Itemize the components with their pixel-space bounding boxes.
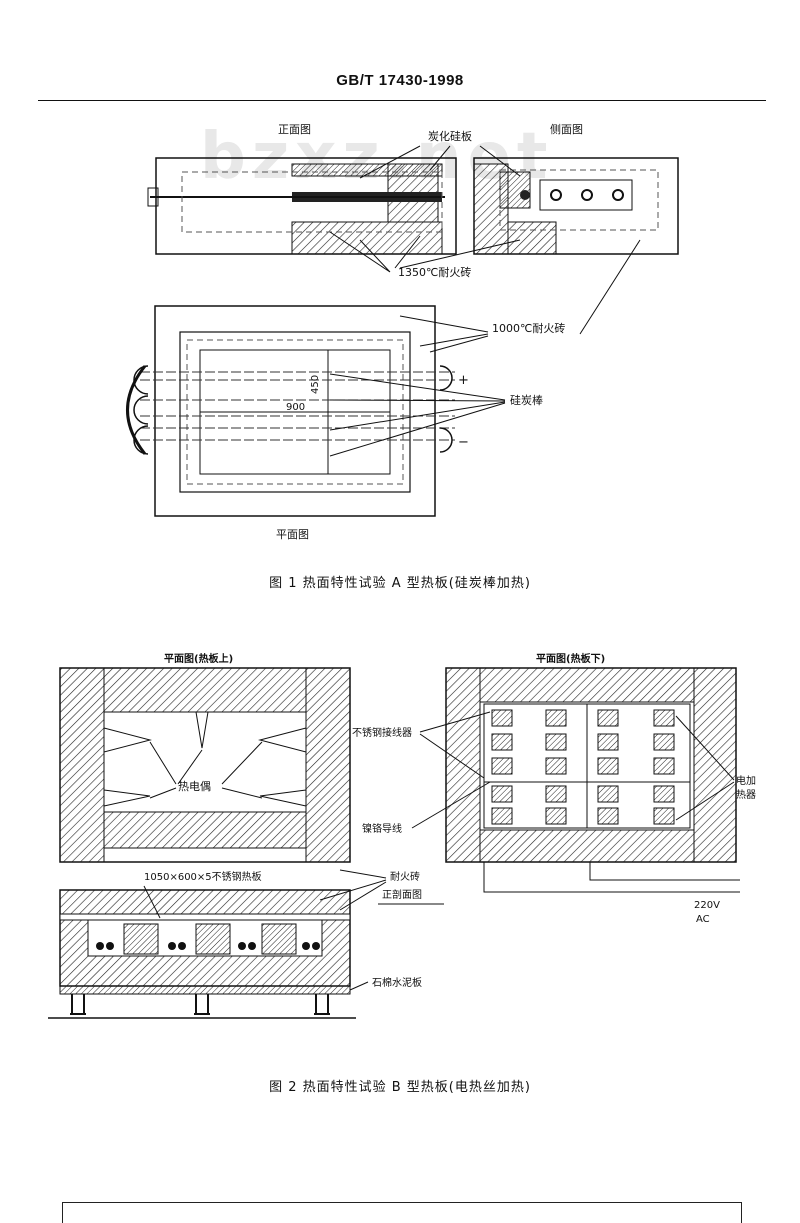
nichrome-wire-label: 镍铬导线	[362, 822, 402, 835]
plan-lower-label: 平面图(热板下)	[536, 652, 605, 665]
front-section-label: 正剖面图	[382, 888, 422, 901]
thermocouple-label: 热电偶	[178, 780, 211, 793]
figure-2-caption: 图 2 热面特性试验 B 型热板(电热丝加热)	[269, 1080, 531, 1095]
ac-label: AC	[696, 914, 710, 925]
brick-1350-label: 1350℃耐火砖	[398, 265, 471, 279]
plan-view-label: 平面图	[276, 528, 309, 541]
side-view-label: 侧面图	[550, 123, 583, 136]
silicon-carbon-rod-label: 硅炭棒	[510, 393, 543, 407]
minus-terminal: −	[458, 435, 469, 450]
electric-heater-label-2: 热器	[736, 788, 756, 801]
side-view	[473, 157, 679, 255]
plan-lower	[445, 667, 740, 893]
firebrick-label: 耐火砖	[390, 870, 420, 883]
plan-upper	[59, 667, 351, 863]
plan-upper-label: 平面图(热板上)	[164, 652, 233, 665]
brick-1000-label: 1000℃耐火砖	[492, 321, 565, 335]
plan-view	[126, 305, 455, 517]
front-section	[48, 889, 356, 1019]
front-view-label: 正面图	[278, 123, 311, 136]
standard-number-header: GB/T 17430-1998	[336, 72, 464, 89]
figure-1-caption: 图 1 热面特性试验 A 型热板(硅炭棒加热)	[269, 576, 531, 591]
asbestos-cement-label: 石棉水泥板	[372, 976, 422, 989]
front-view	[147, 157, 457, 255]
header-rule	[38, 100, 766, 101]
stainless-connector-label: 不锈钢接线器	[352, 726, 412, 739]
silicon-carbide-plate-label: 炭化硅板	[428, 129, 472, 143]
dimension-900: 900	[286, 402, 305, 413]
plus-terminal: +	[458, 373, 469, 388]
bottom-table-border	[62, 1202, 742, 1223]
plate-spec-label: 1050×600×5不锈钢热板	[144, 870, 262, 883]
voltage-label: 220V	[694, 900, 720, 911]
dimension-450: 450	[310, 375, 321, 394]
electric-heater-label-1: 电加	[736, 774, 756, 787]
